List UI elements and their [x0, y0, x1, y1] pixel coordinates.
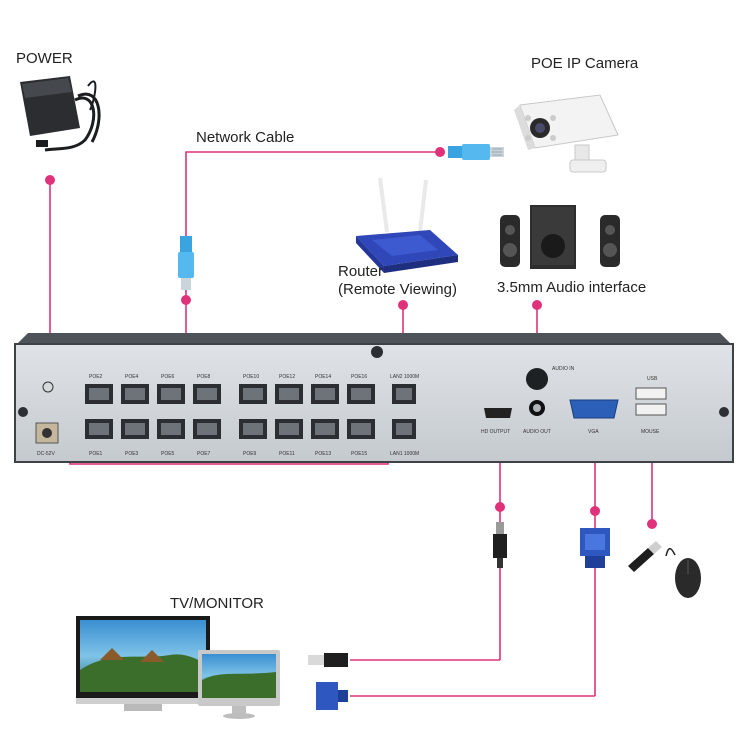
- mouse-icon: [665, 548, 701, 598]
- tv-monitor-label: TV/MONITOR: [170, 595, 264, 612]
- poe-port-label: POE5: [161, 451, 175, 457]
- poe-port-socket: [89, 423, 109, 435]
- second-monitor-icon: [198, 650, 280, 719]
- poe-port-socket: [315, 388, 335, 400]
- poe-port-socket: [89, 388, 109, 400]
- hdmi-port: [484, 408, 512, 418]
- audio-in-jack: [526, 368, 548, 390]
- dot-poe-top: [181, 295, 191, 305]
- usb-port-1: [635, 387, 667, 400]
- poe-port-socket: [315, 423, 335, 435]
- poe-port-socket: [161, 423, 181, 435]
- poe-port-label: POE2: [89, 374, 103, 380]
- dot-audio-top: [532, 300, 542, 310]
- poe-port-label: POE4: [125, 374, 139, 380]
- poe-port-socket: [197, 423, 217, 435]
- nvr-back-panel: DC-52V POE2POE1POE4POE3POE6POE5POE8POE7P…: [14, 333, 734, 463]
- lan-top-label: LAN2 1000M: [390, 374, 419, 380]
- usb-label: USB: [647, 376, 658, 382]
- network-cable-vertical-icon: [178, 236, 194, 290]
- poe-port-socket: [197, 388, 217, 400]
- power-adapter-icon: [20, 76, 101, 152]
- dot-vga-bottom: [590, 506, 600, 516]
- usb-port-2: [635, 403, 667, 416]
- hd-output-label: HD OUTPUT: [481, 429, 510, 435]
- audio-in-label: AUDIO IN: [552, 366, 575, 372]
- lan-bottom-label: LAN1 1000M: [390, 451, 419, 457]
- poe-port-label: POE1: [89, 451, 103, 457]
- lan-port-group: LAN2 1000M LAN1 1000M: [390, 374, 419, 457]
- poe-port-group: POE2POE1POE4POE3POE6POE5POE8POE7POE10POE…: [85, 374, 375, 457]
- network-cable-label: Network Cable: [196, 129, 295, 146]
- vga-port: [569, 399, 619, 419]
- poe-port-label: POE9: [243, 451, 257, 457]
- router-label-line1: Router: [338, 263, 384, 280]
- hdmi-cable-end-icon: [308, 653, 348, 667]
- speakers-icon: [500, 205, 620, 269]
- poe-camera-icon: [514, 94, 619, 173]
- poe-port-socket: [125, 423, 145, 435]
- vga-label: VGA: [588, 429, 599, 435]
- poe-camera-label: POE IP Camera: [531, 55, 639, 72]
- router-icon: [356, 177, 458, 273]
- poe-port-socket: [279, 388, 299, 400]
- poe-port-socket: [243, 388, 263, 400]
- vga-cable-end-icon: [316, 682, 348, 710]
- usb-stick-icon: [628, 541, 662, 572]
- poe-port-label: POE11: [279, 451, 295, 457]
- poe-port-label: POE7: [197, 451, 211, 457]
- poe-port-socket: [351, 388, 371, 400]
- dot-hdmi-bottom: [495, 502, 505, 512]
- poe-port-socket: [279, 423, 299, 435]
- poe-port-socket: [125, 388, 145, 400]
- poe-port-label: POE15: [351, 451, 367, 457]
- poe-port-label: POE14: [315, 374, 331, 380]
- audio-interface-label: 3.5mm Audio interface: [497, 279, 647, 296]
- mouse-label: MOUSE: [641, 429, 660, 435]
- poe-port-socket: [351, 423, 371, 435]
- dot-power-top: [45, 175, 55, 185]
- dot-network-cable: [435, 147, 445, 157]
- audio-out-label: AUDIO OUT: [523, 429, 551, 435]
- hdmi-plug-icon: [493, 522, 507, 568]
- poe-port-label: POE8: [197, 374, 211, 380]
- dot-router-top: [398, 300, 408, 310]
- network-cable-icon: [448, 144, 504, 160]
- poe-port-label: POE10: [243, 374, 259, 380]
- router-label-line2: (Remote Viewing): [338, 281, 457, 298]
- power-label: POWER: [16, 50, 73, 67]
- poe-port-label: POE13: [315, 451, 331, 457]
- poe-port-socket: [243, 423, 263, 435]
- poe-port-label: POE6: [161, 374, 175, 380]
- poe-port-label: POE12: [279, 374, 295, 380]
- poe-port-label: POE3: [125, 451, 139, 457]
- dot-mouse-bottom: [647, 519, 657, 529]
- dc-label: DC-52V: [37, 451, 55, 457]
- poe-port-label: POE16: [351, 374, 367, 380]
- router-label: Router (Remote Viewing): [338, 263, 457, 299]
- poe-port-socket: [161, 388, 181, 400]
- tv-monitor-icon: [76, 616, 210, 711]
- vga-plug-icon: [580, 528, 610, 568]
